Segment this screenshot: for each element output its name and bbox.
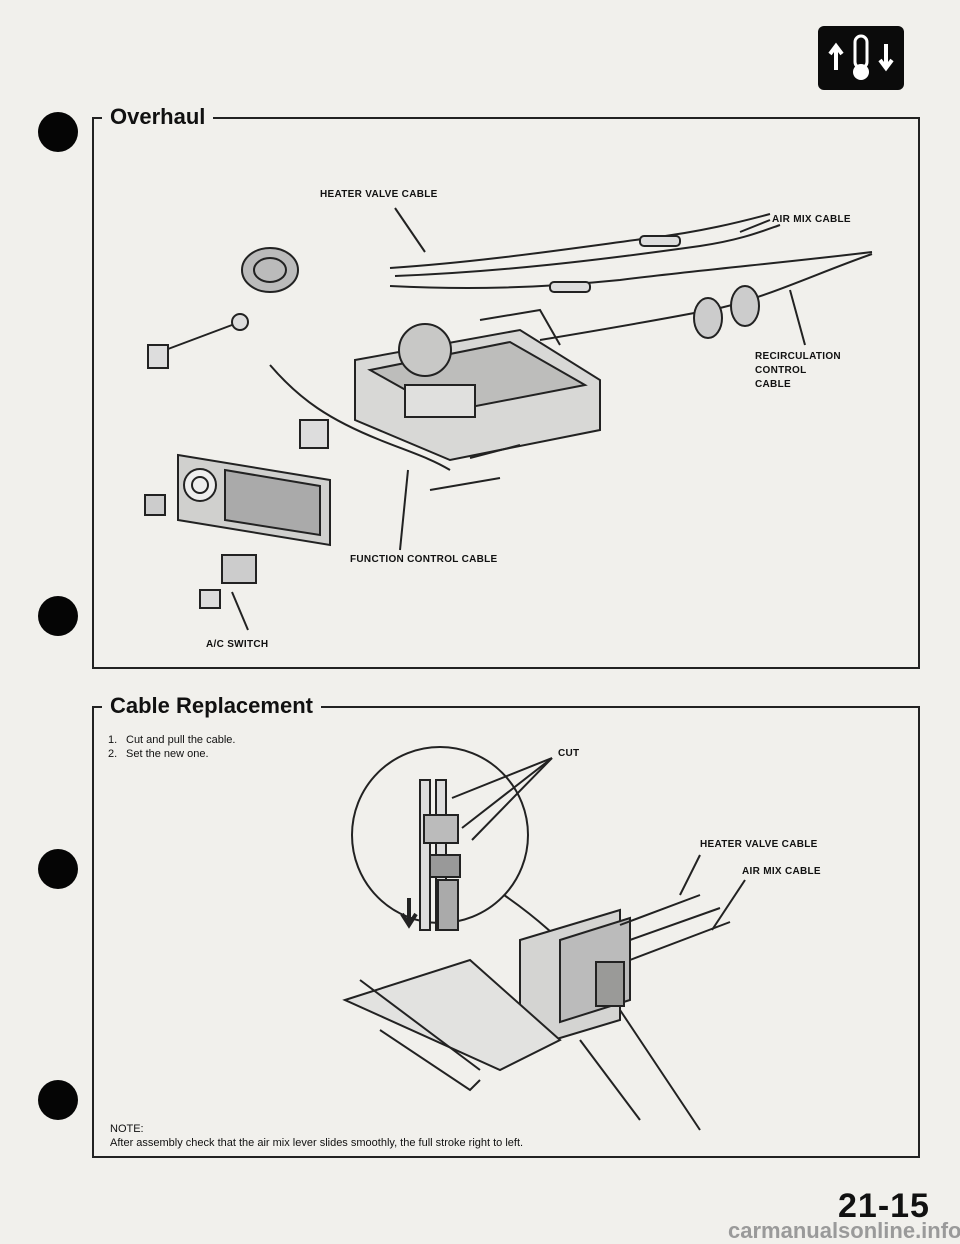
step-2-text: Set the new one. [126,748,209,760]
binder-hole-middle [38,596,78,636]
label-heater-valve-cable: HEATER VALVE CABLE [320,189,438,200]
overhaul-title: Overhaul [102,104,214,130]
step-2: 2. Set the new one. [108,747,235,761]
note: NOTE: After assembly check that the air … [110,1122,890,1150]
step-1-number: 1. [108,734,118,746]
note-heading: NOTE: [110,1123,144,1135]
label-recirculation-line3: CABLE [755,379,791,390]
label-function-control-cable: FUNCTION CONTROL CABLE [350,554,498,565]
heater-thermometer-icon [818,26,904,90]
cable-replacement-section [92,706,920,1158]
overhaul-section [92,117,920,669]
overhaul-title-tick [92,117,94,129]
label-cut: CUT [558,748,580,759]
label-recirculation-line2: CONTROL [755,365,807,376]
page-number: 21-15 [838,1187,930,1225]
step-1-text: Cut and pull the cable. [126,734,236,746]
cable-replacement-title: Cable Replacement [102,693,321,719]
binder-hole-bottom [38,1080,78,1120]
label-air-mix-cable: AIR MIX CABLE [772,214,851,225]
replacement-steps: 1. Cut and pull the cable. 2. Set the ne… [108,733,235,761]
note-text: After assembly check that the air mix le… [110,1137,524,1149]
binder-hole-lower [38,849,78,889]
cable-replacement-title-tick [92,706,94,718]
label-air-mix-cable-replacement: AIR MIX CABLE [742,866,821,877]
step-2-number: 2. [108,748,118,760]
step-1: 1. Cut and pull the cable. [108,733,235,747]
label-ac-switch: A/C SWITCH [206,639,269,650]
watermark: carmanualsonline.info [728,1218,960,1243]
binder-hole-top [38,112,78,152]
label-recirculation-line1: RECIRCULATION [755,351,841,362]
label-heater-valve-cable-replacement: HEATER VALVE CABLE [700,839,818,850]
